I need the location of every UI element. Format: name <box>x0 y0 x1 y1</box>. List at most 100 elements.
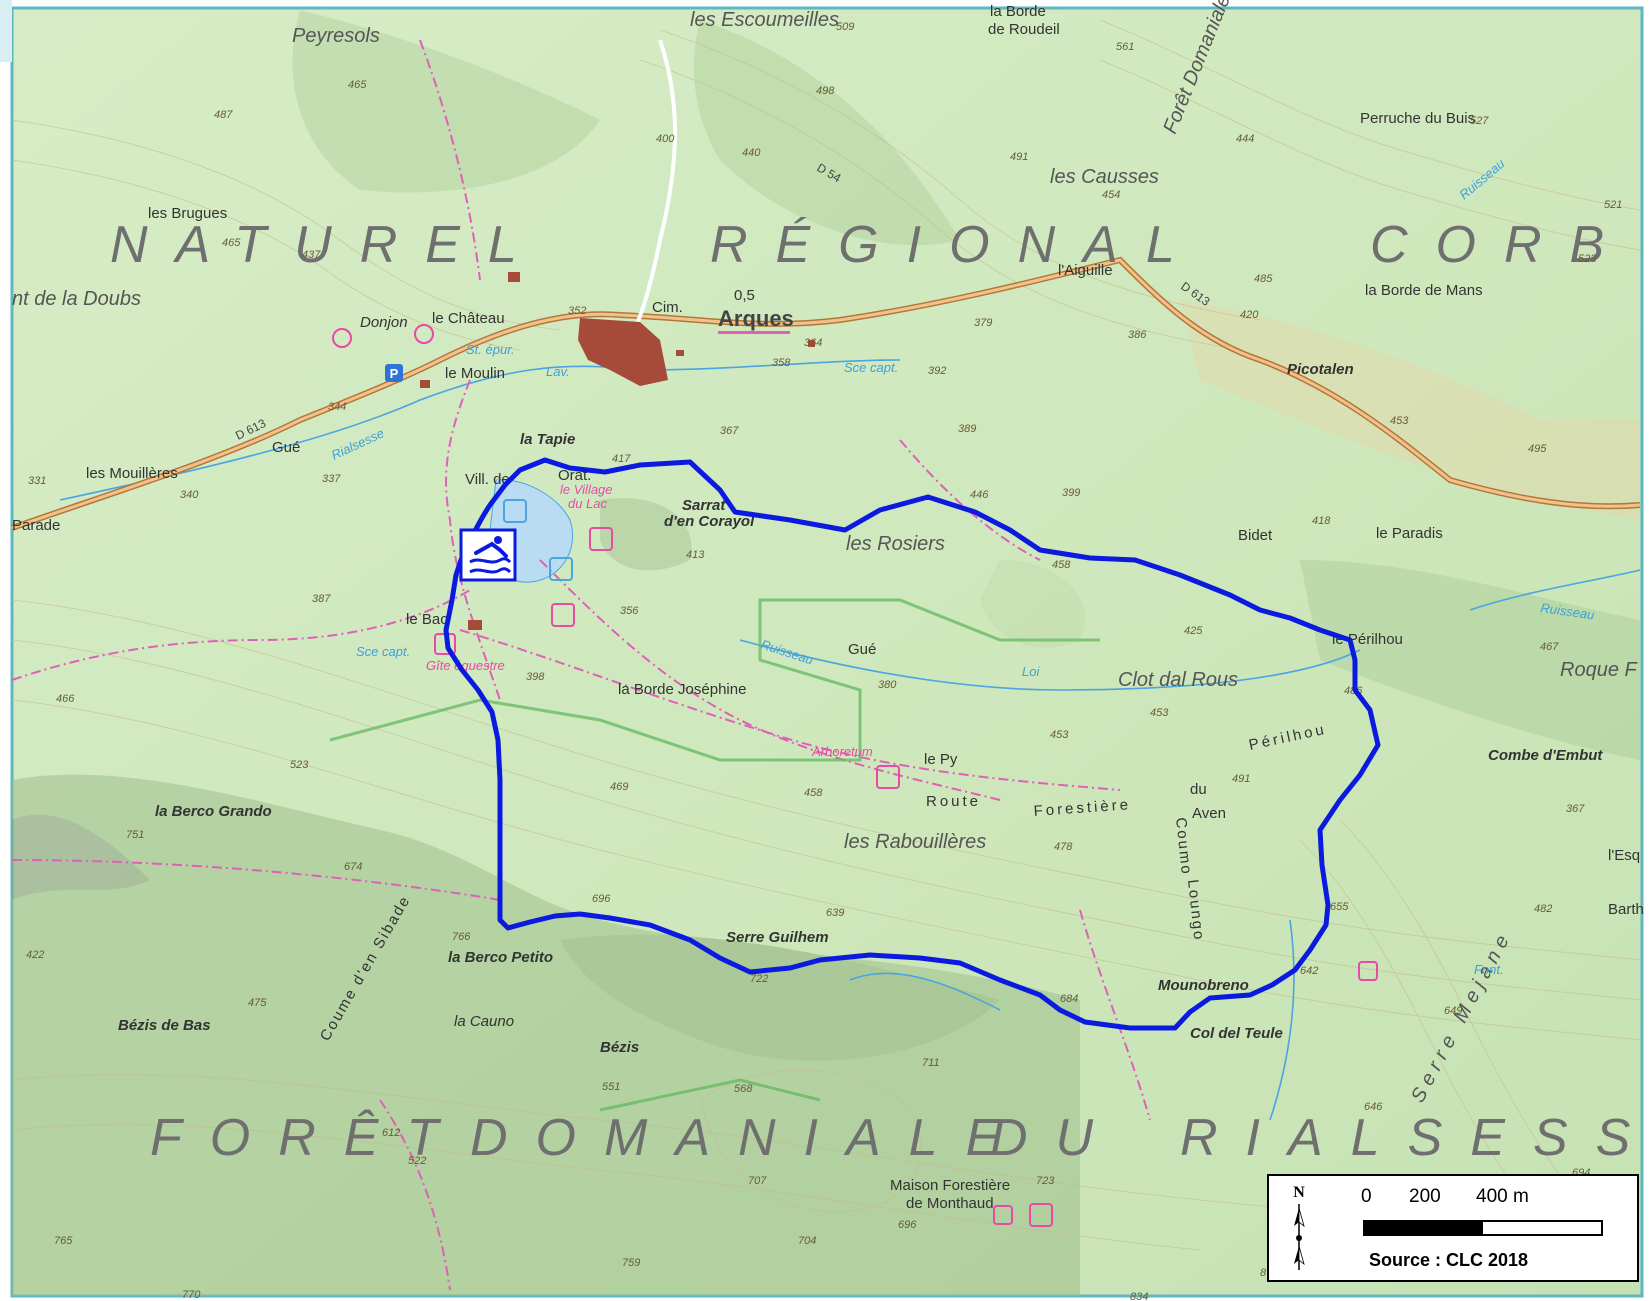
scale-bar <box>1363 1220 1603 1236</box>
place-label: Picotalen <box>1287 361 1354 378</box>
place-label: Maison Forestière <box>890 1177 1010 1194</box>
altitude-label: 521 <box>1604 199 1622 211</box>
altitude-label: 498 <box>816 85 835 97</box>
place-label: les Brugues <box>148 205 227 222</box>
altitude-label: 420 <box>1240 309 1259 321</box>
svg-text:P: P <box>390 366 399 381</box>
place-label: Coumo <box>1172 817 1195 877</box>
altitude-label: 766 <box>452 931 471 943</box>
altitude-label: 458 <box>1052 559 1071 571</box>
place-label: Route <box>926 793 981 810</box>
place-label: Parade <box>12 517 60 534</box>
place-label: Sarrat <box>682 497 726 514</box>
altitude-label: 491 <box>1232 773 1250 785</box>
altitude-label: 612 <box>382 1127 400 1139</box>
relief-shading <box>12 10 1640 1296</box>
altitude-label: 389 <box>958 423 976 435</box>
altitude-label: 413 <box>686 549 705 561</box>
place-label: le Paradis <box>1376 525 1443 542</box>
altitude-label: 707 <box>748 1175 767 1187</box>
place-label: les Mouillères <box>86 465 178 482</box>
scale-label-400: 400 m <box>1476 1186 1529 1207</box>
altitude-label: 759 <box>622 1257 640 1269</box>
altitude-label: 487 <box>214 109 233 121</box>
place-label: Serre Guilhem <box>726 929 829 946</box>
water-label: Lav. <box>546 364 570 379</box>
place-label: Gîte équestre <box>426 658 505 673</box>
place-label: la Borde Joséphine <box>618 681 746 698</box>
arques-underline <box>718 331 790 334</box>
altitude-label: 642 <box>1300 965 1318 977</box>
place-label: Aven <box>1192 805 1226 822</box>
altitude-label: 453 <box>1390 415 1409 427</box>
scale-label-200: 200 <box>1409 1186 1441 1207</box>
place-label: Vill. de <box>465 471 510 488</box>
water-label: St. épur. <box>466 342 515 357</box>
altitude-label: 440 <box>742 147 761 159</box>
altitude-label: 649 <box>1444 1005 1462 1017</box>
altitude-label: 344 <box>328 401 346 413</box>
parc-label-2: RÉGIONAL <box>710 216 1203 274</box>
place-label: Mounobreno <box>1158 977 1249 994</box>
altitude-label: 458 <box>804 787 823 799</box>
altitude-label: 568 <box>734 1083 753 1095</box>
place-label: le Py <box>924 751 958 768</box>
altitude-label: 523 <box>1578 253 1597 265</box>
place-label: 0,5 <box>734 287 755 304</box>
start-point[interactable] <box>459 528 517 582</box>
place-label: Bézis de Bas <box>118 1017 211 1034</box>
water-label: Ruisseau <box>1540 600 1596 622</box>
water-label: Sce capt. <box>844 360 898 375</box>
place-label: Donjon <box>360 314 408 331</box>
altitude-label: 491 <box>1010 151 1028 163</box>
place-label: le Bac <box>406 611 448 628</box>
altitude-label: 367 <box>720 425 739 437</box>
viewpoint-icon <box>414 324 434 344</box>
place-label: les Rabouillères <box>844 831 986 853</box>
village-label-arques: Arques <box>718 306 794 331</box>
scale-box: N 0 200 400 m Source : CLC 2018 <box>1267 1174 1639 1282</box>
altitude-label: 527 <box>1470 115 1489 127</box>
altitude-label: 646 <box>1364 1101 1383 1113</box>
place-label: Arboretum <box>811 744 873 759</box>
altitude-label: 387 <box>312 593 331 605</box>
place-label: les Escoumeilles <box>690 9 839 31</box>
walking-route <box>443 457 1381 1031</box>
altitude-label: 696 <box>592 893 611 905</box>
hiking-trails <box>11 39 1151 1291</box>
house-icon <box>993 1205 1013 1225</box>
altitude-label: 551 <box>602 1081 620 1093</box>
altitude-label: 465 <box>348 79 367 91</box>
altitude-label: 400 <box>656 133 675 145</box>
scale-label-0: 0 <box>1361 1186 1372 1207</box>
altitude-label: 331 <box>28 475 46 487</box>
altitude-label: 495 <box>1528 443 1547 455</box>
streams <box>59 359 1641 1121</box>
place-label: du <box>1190 781 1207 798</box>
boat-icon <box>549 557 573 581</box>
water-label: Sce capt. <box>356 644 410 659</box>
place-label: Peyresols <box>292 25 380 47</box>
picnic-icon <box>1029 1203 1053 1227</box>
road-d54 <box>628 39 677 341</box>
altitude-label: 674 <box>344 861 362 873</box>
altitude-label: 422 <box>26 949 44 961</box>
altitude-label: 367 <box>1566 803 1585 815</box>
altitude-label: 765 <box>54 1235 73 1247</box>
altitude-label: 417 <box>612 453 631 465</box>
altitude-label: 8 <box>1260 1267 1267 1279</box>
altitude-label: 751 <box>126 829 144 841</box>
altitude-label: 380 <box>878 679 897 691</box>
place-label: les Causses <box>1050 166 1159 188</box>
place-label: Gué <box>272 439 300 456</box>
road-d613 <box>11 256 1641 531</box>
place-label: le Village <box>560 482 613 497</box>
place-label: Loungo <box>1184 879 1207 942</box>
altitude-label: 478 <box>1054 841 1073 853</box>
place-label: Clot dal Rous <box>1118 669 1238 691</box>
picnic-icon <box>876 765 900 789</box>
altitude-label: 711 <box>922 1057 940 1069</box>
place-label: la Berco Grando <box>155 803 272 820</box>
